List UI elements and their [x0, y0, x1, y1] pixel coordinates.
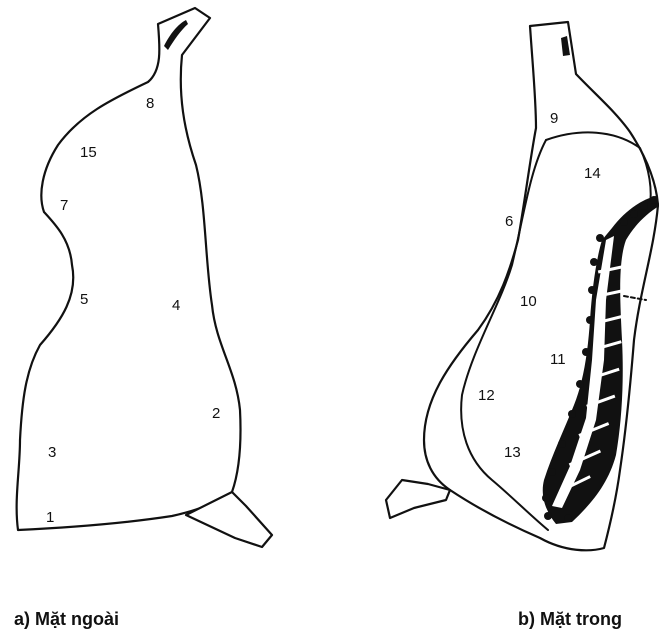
region-label-4: 4 [172, 297, 180, 314]
region-label-3: 3 [48, 444, 56, 461]
vertebra-dot [568, 410, 576, 418]
vertebra-dot [650, 196, 658, 204]
region-label-2: 2 [212, 405, 220, 422]
vertebra-dot [640, 202, 648, 210]
region-label-10: 10 [520, 293, 537, 310]
region-label-14: 14 [584, 165, 601, 182]
vertebra-dot [596, 234, 604, 242]
vertebra-dot [582, 348, 590, 356]
carcass-inner-side-icon [386, 22, 659, 550]
region-label-1: 1 [46, 509, 54, 526]
vertebra-dot [548, 468, 556, 476]
vertebra-dot [588, 286, 596, 294]
vertebra-dot [544, 512, 552, 520]
caption-b: b) Mặt trong [518, 609, 622, 629]
vertebra-dot [565, 515, 572, 522]
region-label-7: 7 [60, 197, 68, 214]
region-label-5: 5 [80, 291, 88, 308]
region-label-15: 15 [80, 144, 97, 161]
vertebra-dot [576, 380, 584, 388]
inner-leg-stub [386, 480, 450, 518]
vertebra-dot [542, 494, 550, 502]
region-label-9: 9 [550, 110, 558, 127]
inner-body-outline [424, 22, 658, 550]
vertebra-dot [620, 218, 628, 226]
carcass-outer-side-icon [17, 8, 272, 547]
panel-b-inner-side: 6 9 10 11 12 13 14 b) Mặt trong [386, 22, 659, 629]
region-label-12: 12 [478, 387, 495, 404]
vertebra-dot [586, 316, 594, 324]
region-label-13: 13 [504, 444, 521, 461]
region-label-11: 11 [550, 351, 566, 368]
region-label-8: 8 [146, 95, 154, 112]
caption-a: a) Mặt ngoài [14, 609, 119, 629]
vertebra-dot [590, 258, 598, 266]
panel-a-outer-side: 1 2 3 4 5 7 8 15 a) Mặt ngoài [14, 8, 272, 629]
region-label-6: 6 [505, 213, 513, 230]
vertebra-dot [558, 440, 566, 448]
vertebra-dot [630, 210, 638, 218]
